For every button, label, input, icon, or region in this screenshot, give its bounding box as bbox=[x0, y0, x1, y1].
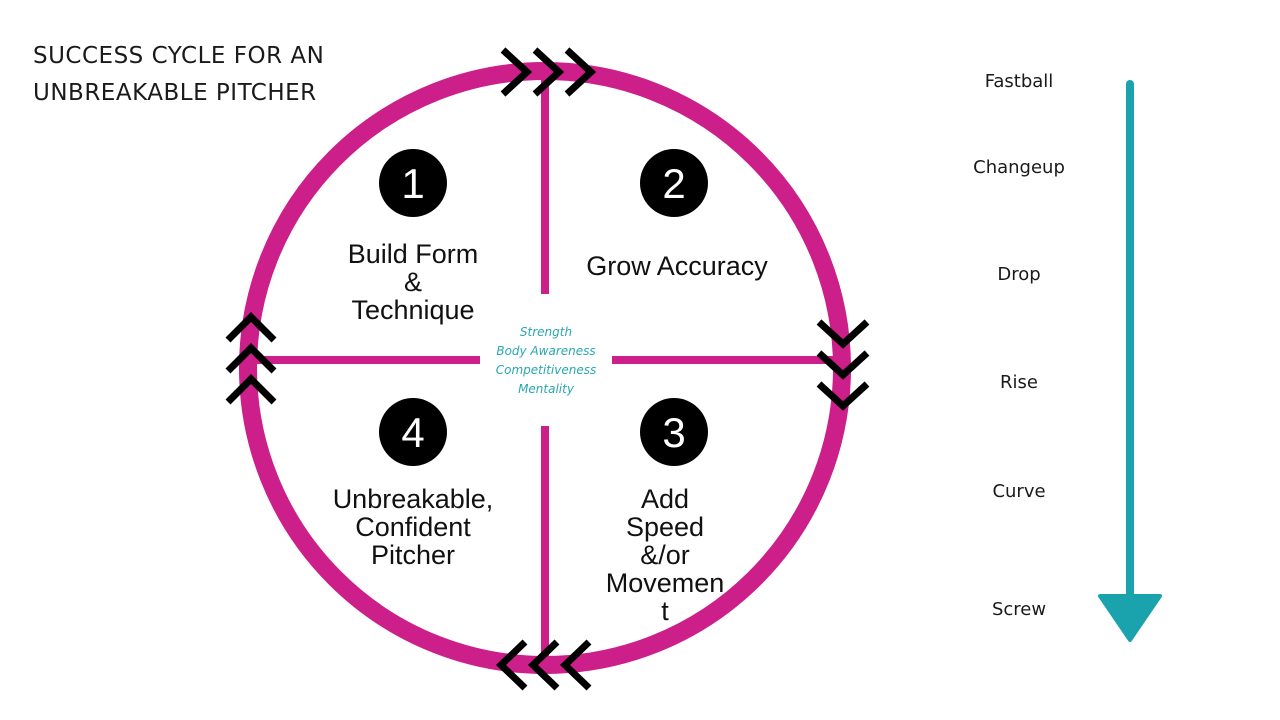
step-1-line-2: & bbox=[403, 267, 422, 297]
step-3-line-2: Speed bbox=[625, 512, 705, 542]
step-number-3: 3 bbox=[662, 409, 685, 456]
center-notes: Strength Body Awareness Competitiveness … bbox=[486, 323, 606, 399]
step-badge-4: 4 bbox=[379, 398, 447, 466]
step-3-line-1: Add bbox=[640, 484, 690, 514]
step-number-1: 1 bbox=[401, 160, 424, 207]
step-3-line-5: t bbox=[661, 596, 669, 626]
chevrons-left-icon bbox=[225, 312, 277, 405]
pitch-drop: Drop bbox=[997, 264, 1041, 285]
step-badge-2: 2 bbox=[640, 149, 708, 217]
center-note-1: Strength bbox=[519, 325, 573, 339]
step-number-2: 2 bbox=[662, 160, 685, 207]
step-badge-3: 3 bbox=[640, 398, 708, 466]
step-label-4: Unbreakable, Confident Pitcher bbox=[313, 485, 513, 569]
step-4-line-3: Pitcher bbox=[370, 540, 456, 570]
step-3-line-3: &/or bbox=[640, 540, 690, 570]
slide-title-line-1: SUCCESS CYCLE FOR AN bbox=[33, 43, 325, 69]
chevrons-top-icon bbox=[500, 47, 597, 97]
step-label-1: Build Form & Technique bbox=[313, 240, 513, 324]
slide-title: SUCCESS CYCLE FOR AN UNBREAKABLE PITCHER bbox=[33, 38, 324, 112]
step-1-line-3: Technique bbox=[351, 295, 475, 325]
slide-title-line-2: UNBREAKABLE PITCHER bbox=[33, 80, 317, 106]
down-arrow-icon bbox=[1098, 80, 1162, 642]
step-2-line-1: Grow Accuracy bbox=[586, 251, 768, 281]
chevrons-right-icon bbox=[816, 319, 870, 411]
pitch-changeup: Changeup bbox=[973, 157, 1065, 178]
pitch-rise: Rise bbox=[1000, 372, 1038, 393]
step-1-line-1: Build Form bbox=[347, 239, 479, 269]
step-label-3: Add Speed &/or Movemen t bbox=[590, 485, 740, 625]
step-badge-1: 1 bbox=[379, 149, 447, 217]
step-label-2: Grow Accuracy bbox=[572, 252, 782, 280]
center-note-2: Body Awareness bbox=[496, 344, 596, 358]
cycle-ring bbox=[239, 62, 851, 674]
step-number-4: 4 bbox=[401, 409, 424, 456]
pitch-fastball: Fastball bbox=[984, 71, 1054, 92]
step-4-line-2: Confident bbox=[355, 512, 471, 542]
center-note-4: Mentality bbox=[518, 382, 574, 396]
center-note-3: Competitiveness bbox=[495, 363, 597, 377]
chevrons-bottom-icon bbox=[495, 639, 592, 691]
step-3-line-4: Movemen bbox=[605, 568, 725, 598]
pitch-screw: Screw bbox=[991, 599, 1047, 620]
step-4-line-1: Unbreakable, bbox=[332, 484, 494, 514]
pitch-curve: Curve bbox=[992, 481, 1046, 502]
